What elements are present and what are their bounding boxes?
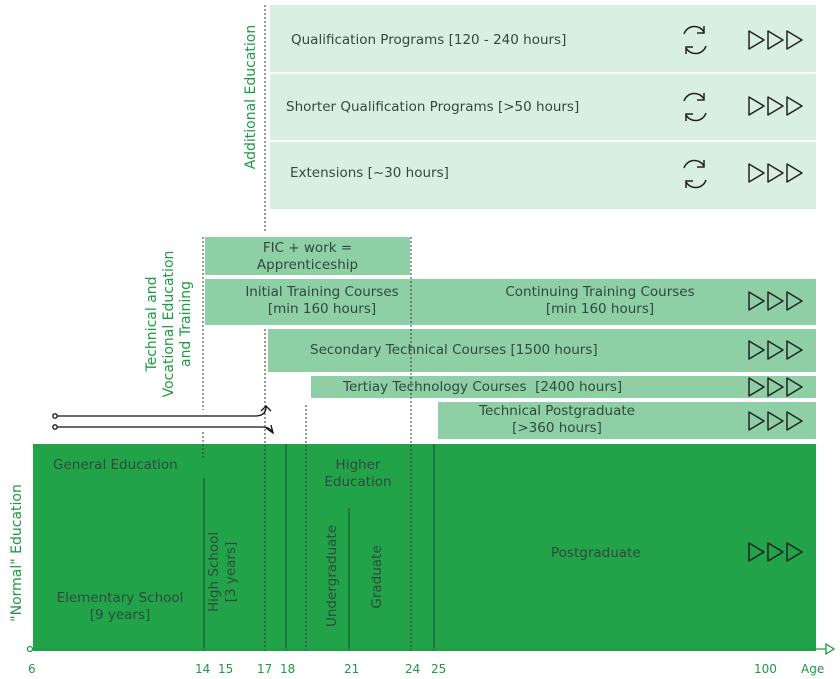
secondary-technical-label: Secondary Technical Courses [1500 hours] (310, 342, 598, 358)
technical-postgraduate-box (438, 402, 816, 439)
additional-row-1 (270, 5, 816, 72)
triple-play-icon (748, 340, 803, 360)
transition-arrow-lower (52, 424, 275, 435)
higher-education-label: Higher Education (324, 457, 392, 490)
refresh-icon (683, 92, 707, 122)
tertiary-technology-box (311, 376, 816, 398)
normal-education-box (33, 444, 816, 651)
initial-training-label: Initial Training Courses [min 160 hours] (245, 284, 399, 317)
triple-play-icon (748, 542, 803, 562)
axis-tick-21: 21 (344, 662, 360, 676)
additional-row-3 (270, 142, 816, 209)
age-axis (26, 642, 836, 656)
additional-row-2 (270, 74, 816, 140)
axis-tick-18: 18 (280, 662, 296, 676)
axis-tick-14: 14 (195, 662, 211, 676)
technical-postgraduate-label: Technical Postgraduate [>360 hours] (479, 403, 635, 436)
transition-arrow-upper (52, 405, 272, 419)
axis-tick-24: 24 (405, 662, 421, 676)
elementary-school-label: Elementary School [9 years] (56, 590, 184, 623)
axis-label-age: Age (801, 662, 825, 676)
axis-tick-25: 25 (431, 662, 447, 676)
triple-play-icon (748, 163, 803, 183)
triple-play-icon (748, 377, 803, 397)
triple-play-icon (748, 411, 803, 431)
triple-play-icon (748, 96, 803, 116)
fic-apprenticeship-box (205, 237, 410, 275)
axis-tick-15: 15 (218, 662, 234, 676)
secondary-technical-box (268, 329, 816, 372)
continuing-training-label: Continuing Training Courses [min 160 hou… (505, 284, 695, 317)
triple-play-icon (748, 291, 803, 311)
extensions-label: Extensions [~30 hours] (290, 165, 449, 181)
initial-training-box (205, 279, 816, 325)
qualification-programs-label: Qualification Programs [120 - 240 hours] (291, 32, 567, 48)
shorter-qualification-programs-label: Shorter Qualification Programs [>50 hour… (286, 99, 580, 115)
axis-tick-6: 6 (28, 662, 36, 676)
postgraduate-label: Postgraduate (551, 545, 641, 561)
fic-apprenticeship-label: FIC + work = Apprenticeship (256, 240, 359, 273)
refresh-icon (683, 25, 707, 55)
axis-tick-100: 100 (754, 662, 777, 676)
general-education-label: General Education (53, 457, 178, 473)
triple-play-icon (748, 30, 803, 50)
axis-tick-17: 17 (257, 662, 273, 676)
refresh-icon (683, 159, 707, 189)
